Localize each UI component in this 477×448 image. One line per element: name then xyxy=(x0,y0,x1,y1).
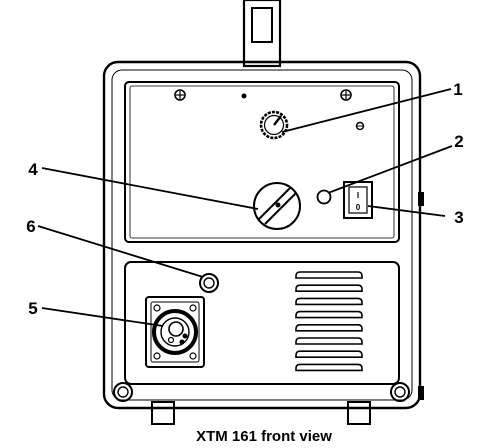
switch-on-mark: I xyxy=(357,191,359,200)
panel-screw-right xyxy=(340,89,352,101)
power-switch[interactable]: I 0 xyxy=(343,181,373,219)
louver-slot xyxy=(295,297,363,306)
panel-screw-left xyxy=(174,89,186,101)
control-knob[interactable] xyxy=(259,110,289,140)
output-connector[interactable] xyxy=(145,296,205,368)
callout-6: 6 xyxy=(26,217,35,236)
louver-slot xyxy=(295,284,363,292)
corner-foot-left xyxy=(113,382,133,402)
switch-off-mark: 0 xyxy=(356,203,361,212)
louver-slot xyxy=(295,363,363,372)
corner-foot-right xyxy=(390,382,410,402)
louver-slot xyxy=(295,271,363,279)
lower-panel xyxy=(124,261,400,385)
feet xyxy=(151,401,371,425)
callout-1: 1 xyxy=(453,80,462,99)
unit-housing xyxy=(102,60,422,410)
louver-slot xyxy=(295,310,363,319)
pilot-light xyxy=(316,189,332,205)
panel-rivet xyxy=(241,93,247,99)
housing-inner-edge xyxy=(111,69,413,401)
rotary-selector[interactable] xyxy=(253,182,301,230)
gas-fitting xyxy=(199,273,219,293)
callout-5: 5 xyxy=(28,299,37,318)
callout-3: 3 xyxy=(454,208,463,227)
louver-slot xyxy=(295,324,363,332)
upper-control-panel xyxy=(124,81,400,243)
louver-slot xyxy=(295,337,363,345)
panel-screw-small xyxy=(355,121,365,131)
vent-louvers xyxy=(295,271,363,372)
figure-caption: XTM 161 front view xyxy=(196,428,332,445)
louver-slot xyxy=(295,350,363,358)
leader-lines xyxy=(37,88,453,327)
callout-2: 2 xyxy=(454,132,463,151)
carry-handle xyxy=(242,0,282,68)
callout-4: 4 xyxy=(28,160,38,179)
side-clips xyxy=(418,192,424,400)
